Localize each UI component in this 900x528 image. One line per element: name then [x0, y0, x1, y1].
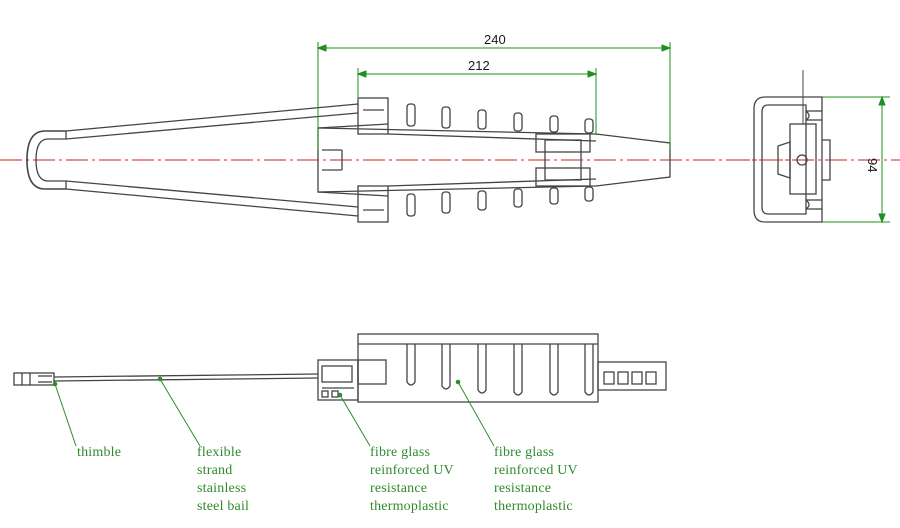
- dim-240: 240: [484, 32, 506, 47]
- label-wedge-material: fibre glass reinforced UV resistance the…: [370, 445, 454, 514]
- label-thimble: thimble: [77, 445, 122, 460]
- end-view: [753, 70, 831, 223]
- bail-wires-top: [65, 103, 359, 217]
- body-cap-top: [357, 97, 389, 223]
- thimble-side: [13, 372, 55, 386]
- ribs-upper-top: [406, 103, 594, 134]
- body-side: [357, 333, 599, 403]
- label-steel-bail: flexible strand stainless steel bail: [197, 445, 250, 514]
- clamp-block-top: [535, 133, 591, 187]
- side-view: [13, 333, 667, 403]
- strand-side: [53, 373, 319, 378]
- dim-212: 212: [468, 58, 490, 73]
- leader-lines: [52, 376, 495, 447]
- tail-side: [597, 361, 667, 391]
- ribs-lower-top: [406, 186, 594, 217]
- thimble-top: [26, 130, 67, 190]
- label-body-material: fibre glass reinforced UV resistance the…: [494, 445, 578, 514]
- dimension-lines: [316, 42, 890, 224]
- dim-94: 94: [865, 158, 880, 172]
- top-view: [0, 97, 900, 223]
